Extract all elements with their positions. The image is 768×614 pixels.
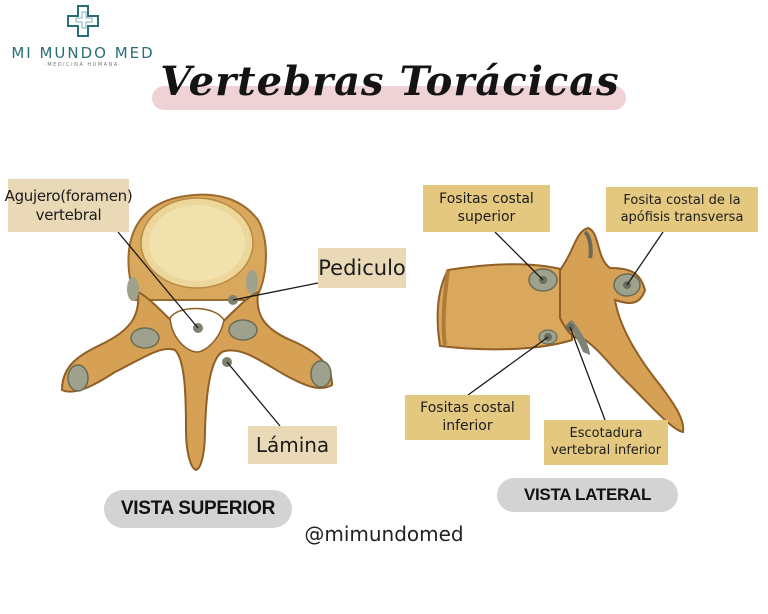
label-fosita-costal-apofisis: Fosita costal de la apófisis transversa — [606, 187, 758, 232]
label-escotadura-vertebral: Escotadura vertebral inferior — [544, 420, 668, 465]
medical-cross-icon — [67, 5, 99, 37]
title-highlight — [152, 86, 626, 110]
superior-vertebra-drawing — [60, 193, 334, 472]
caption-vista-superior: VISTA SUPERIOR — [104, 490, 292, 528]
label-fositas-costal-inferior: Fositas costal inferior — [405, 395, 530, 440]
brand-tagline: ·MEDICINA HUMANA· — [44, 62, 122, 68]
label-foramen-vertebral: Agujero(foramen) vertebral — [5, 179, 133, 232]
label-pediculo: Pediculo — [318, 248, 406, 288]
lateral-vertebra-drawing — [436, 226, 685, 434]
caption-vista-lateral: VISTA LATERAL — [497, 478, 678, 512]
label-lamina: Lámina — [248, 426, 337, 464]
brand-name: MI MUNDO MED — [11, 44, 155, 62]
page-title: Vertebras Torácicas — [160, 58, 620, 105]
brand-logo: MI MUNDO MED ·MEDICINA HUMANA· — [8, 4, 158, 70]
social-handle: @mimundomed — [304, 522, 464, 546]
label-fositas-costal-superior: Fositas costal superior — [423, 185, 550, 232]
